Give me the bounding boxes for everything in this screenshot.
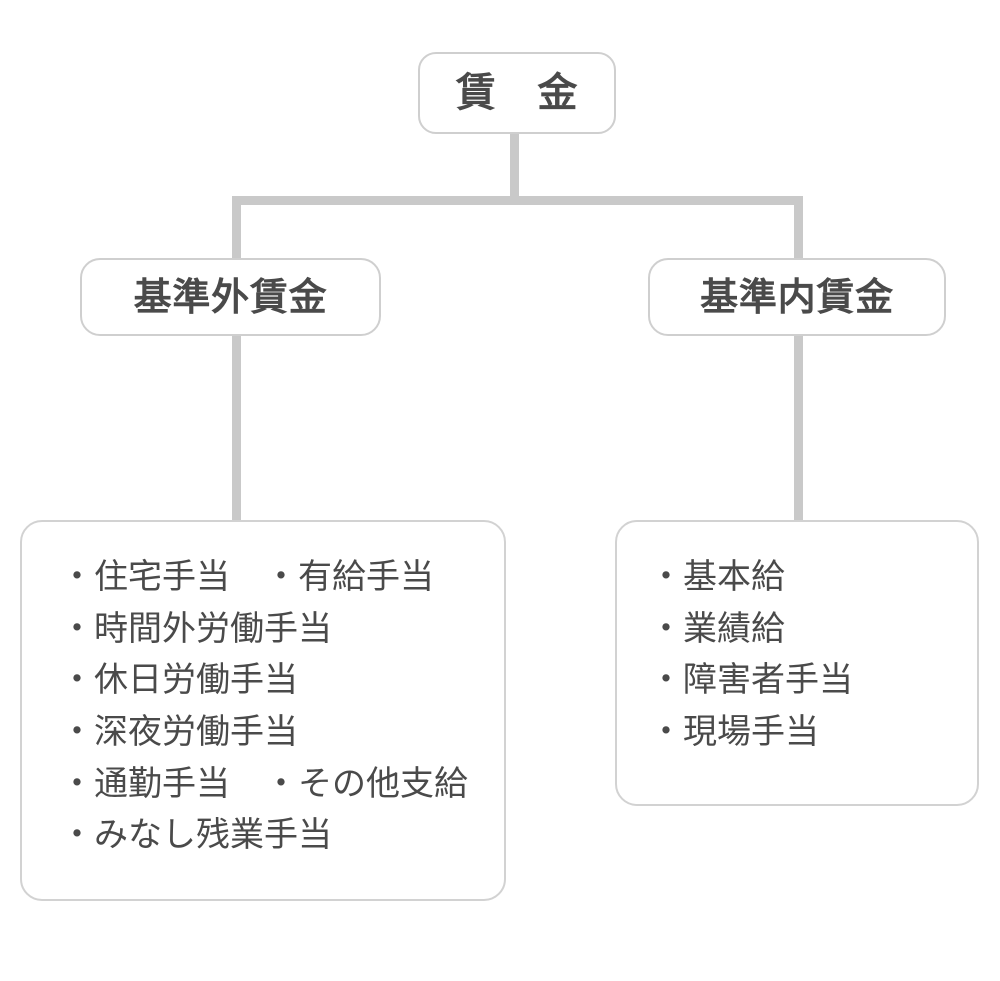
node-wages: 賃 金 xyxy=(418,52,616,134)
node-standard-wages: 基準内賃金 xyxy=(648,258,946,336)
node-non-standard-wages: 基準外賃金 xyxy=(80,258,381,336)
node-wages-label: 賃 金 xyxy=(455,70,579,116)
standard-wages-item-list: ・基本給 ・業績給 ・障害者手当 ・現場手当 xyxy=(617,552,977,759)
connector-horizontal-bar xyxy=(232,196,803,205)
connector-root-stem xyxy=(510,133,519,203)
connector-non-standard-wages-to-items xyxy=(232,334,241,524)
node-non-standard-wages-label: 基準外賃金 xyxy=(133,275,328,319)
list-item: ・住宅手当 ・有給手当 xyxy=(60,557,434,597)
list-item: ・基本給 xyxy=(649,557,785,597)
connector-standard-wages-to-items xyxy=(794,334,803,524)
list-item: ・業績給 xyxy=(649,608,785,649)
connector-to-standard-wages xyxy=(794,196,803,260)
list-item: ・みなし残業手当 xyxy=(60,815,332,856)
node-standard-wages-label: 基準内賃金 xyxy=(700,275,894,319)
non-standard-wages-item-list: ・住宅手当 ・有給手当 ・時間外労働手当 ・休日労働手当 ・深夜労働手当 ・通勤… xyxy=(22,552,504,862)
list-item: ・時間外労働手当 xyxy=(60,608,332,649)
list-item: ・深夜労働手当 xyxy=(60,712,298,753)
detail-box-non-standard-wages: ・住宅手当 ・有給手当 ・時間外労働手当 ・休日労働手当 ・深夜労働手当 ・通勤… xyxy=(20,520,506,901)
detail-box-standard-wages: ・基本給 ・業績給 ・障害者手当 ・現場手当 xyxy=(615,520,979,806)
list-item: ・通勤手当 ・その他支給 xyxy=(60,763,468,804)
connector-to-non-standard-wages xyxy=(232,196,241,260)
list-item: ・現場手当 xyxy=(649,712,819,753)
list-item: ・休日労働手当 xyxy=(60,660,298,701)
list-item: ・障害者手当 xyxy=(649,660,853,701)
